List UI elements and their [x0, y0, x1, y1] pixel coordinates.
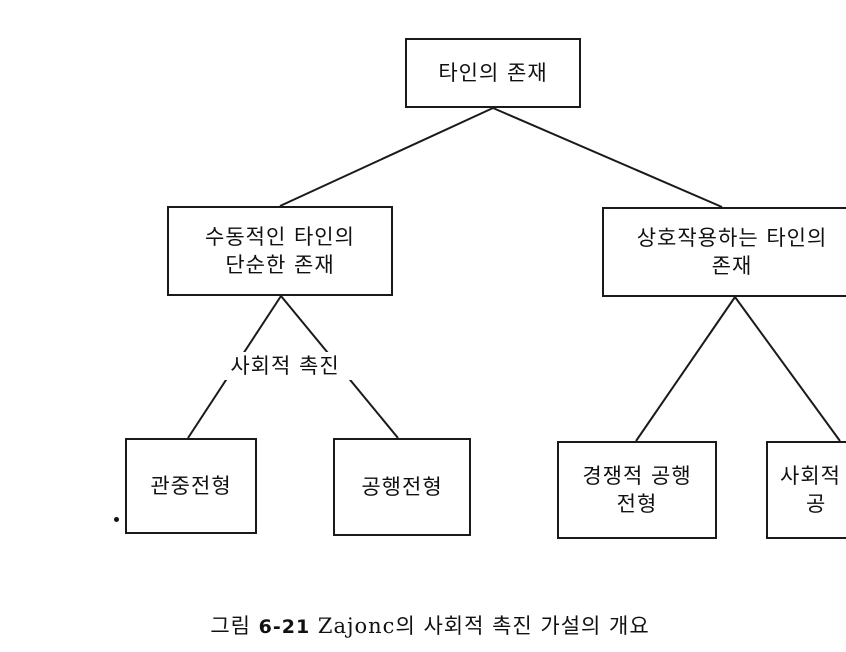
node-social-paradigm-cropped: 사회적 공 — [766, 441, 846, 539]
node-label: 타인의 존재 — [438, 61, 548, 85]
figure-caption: 그림 6-21 Zajonc의 사회적 촉진 가설의 개요 — [0, 612, 846, 641]
node-label-line-1: 사회적 — [780, 464, 841, 488]
edge-interactive-to-competitive — [635, 296, 736, 442]
node-competitive-coaction-paradigm: 경쟁적 공행 전형 — [557, 441, 717, 539]
caption-text: Zajonc의 사회적 촉진 가설의 개요 — [317, 614, 650, 638]
node-label: 공행전형 — [361, 475, 443, 499]
edge-root-to-passive — [279, 107, 494, 207]
node-label-line-2: 존재 — [711, 254, 753, 278]
edge-label-social-facilitation: 사회적 촉진 — [200, 352, 370, 380]
scan-speck — [114, 517, 119, 522]
edge-root-to-interactive — [492, 107, 723, 208]
caption-figure-number: 6-21 — [258, 616, 311, 638]
node-presence-of-others: 타인의 존재 — [405, 38, 581, 108]
node-label-line-2: 공 — [806, 492, 827, 516]
node-label: 관중전형 — [150, 474, 232, 498]
node-label-line-2: 단순한 존재 — [225, 253, 335, 277]
node-label-line-1: 상호작용하는 타인의 — [636, 226, 828, 250]
node-label-line-1: 경쟁적 공행 — [582, 464, 692, 488]
node-label-line-2: 전형 — [616, 492, 658, 516]
caption-prefix: 그림 — [210, 614, 251, 638]
node-passive-mere-presence: 수동적인 타인의 단순한 존재 — [167, 206, 393, 296]
node-audience-paradigm: 관중전형 — [125, 438, 257, 534]
node-interactive-presence: 상호작용하는 타인의 존재 — [602, 207, 846, 297]
edge-interactive-to-social — [734, 296, 841, 442]
node-coaction-paradigm: 공행전형 — [333, 438, 471, 536]
node-label-line-1: 수동적인 타인의 — [205, 225, 355, 249]
